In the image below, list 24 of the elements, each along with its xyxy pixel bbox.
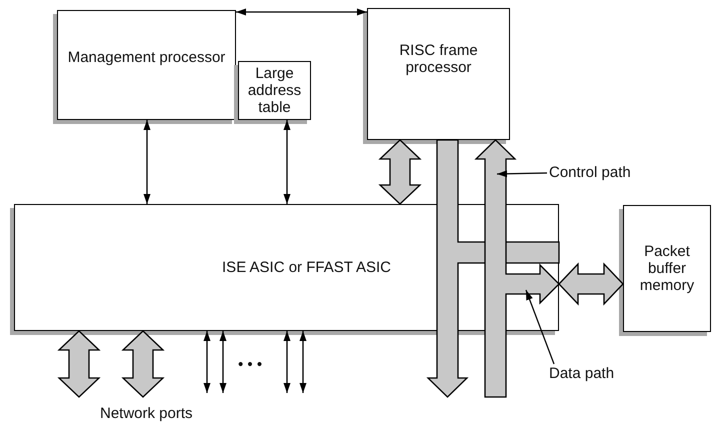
box-label: Large address table (246, 64, 302, 116)
wide-arrow (558, 262, 624, 306)
double-arrow (220, 331, 226, 393)
double-arrow (236, 8, 367, 16)
wide-arrow (57, 330, 101, 398)
double-arrow (144, 120, 150, 204)
box-label: RISC frame processor (398, 42, 479, 76)
double-arrow (284, 120, 290, 204)
wide-arrow (121, 330, 165, 398)
bus-arrow (474, 139, 560, 398)
port-caption: Network ports (100, 405, 193, 422)
leader-line (496, 170, 548, 178)
box-label: Packet buffer memory (638, 242, 696, 294)
double-arrow (284, 331, 290, 393)
bus-arrow (426, 139, 560, 398)
box-label: ISE ASIC or FFAST ASIC (222, 258, 391, 276)
wide-arrow (378, 139, 422, 205)
ellipsis-mark: • • • (238, 356, 262, 373)
double-arrow (204, 331, 210, 393)
callout-text: Control path (549, 163, 641, 183)
callout-text: Data path (549, 364, 629, 384)
box-label: Management processor (68, 49, 226, 67)
double-arrow (300, 331, 306, 393)
leader-line (525, 290, 555, 364)
